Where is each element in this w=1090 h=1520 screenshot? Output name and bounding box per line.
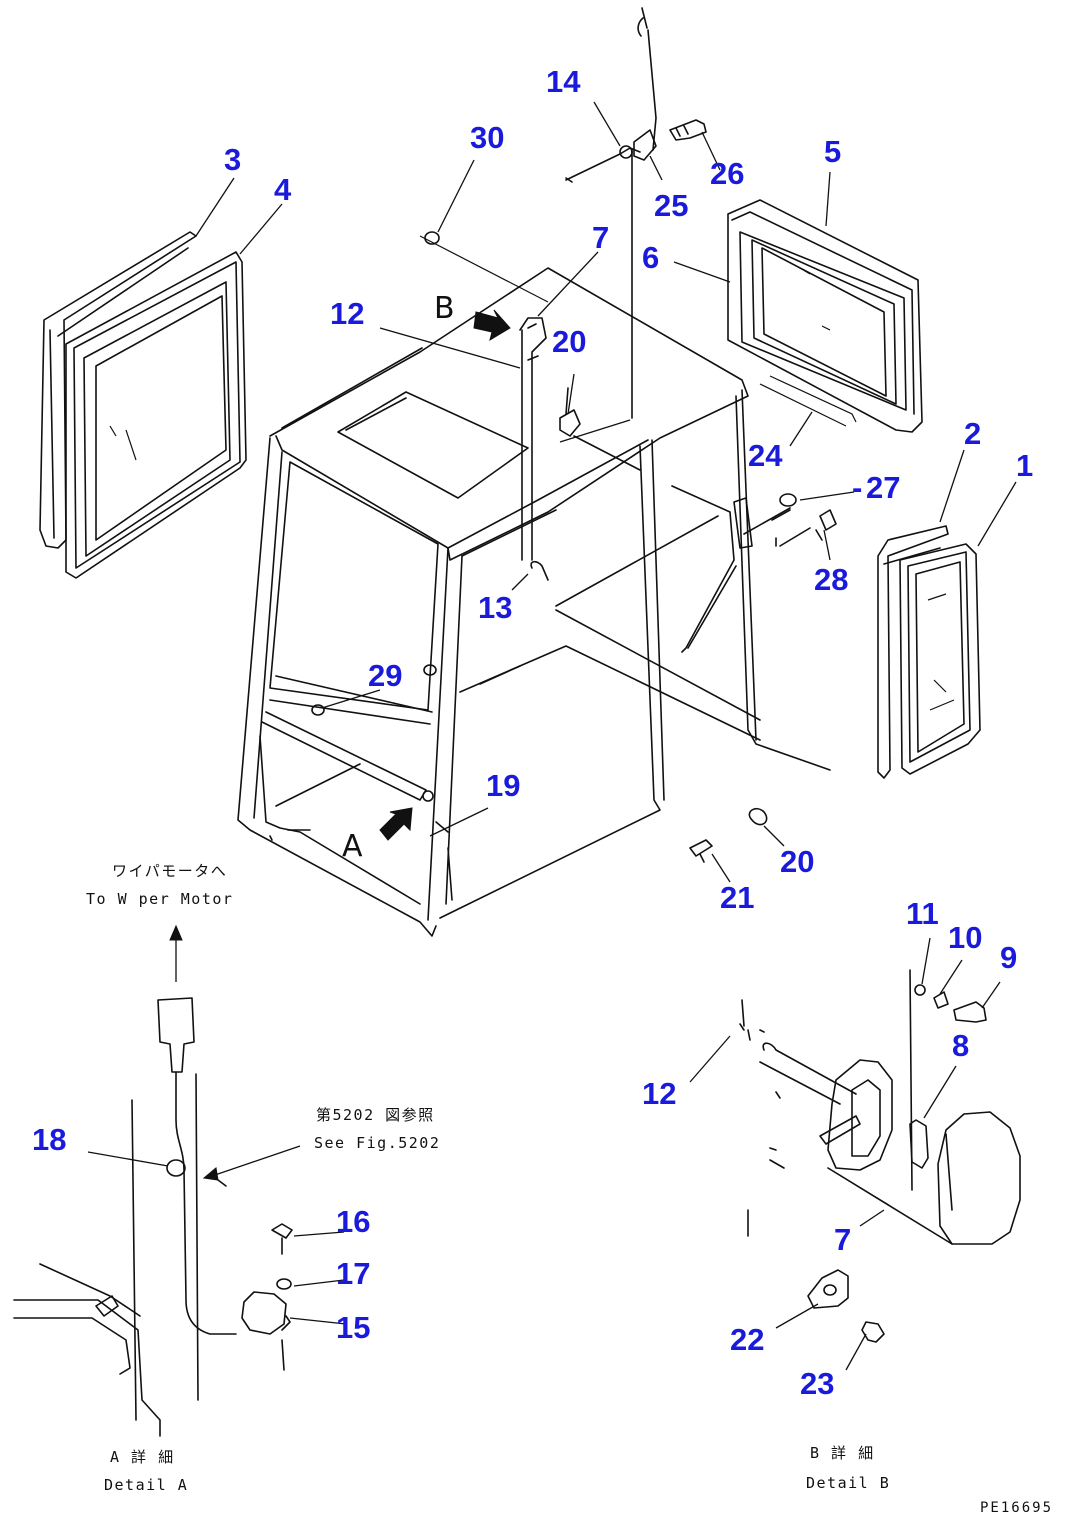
callout-17: 17 (336, 1256, 370, 1291)
callout-14: 14 (546, 64, 581, 99)
callout-29: 29 (368, 658, 402, 693)
antenna-rod (631, 7, 657, 419)
callout-27-dash: - (852, 470, 862, 505)
view-marker-a: A (342, 829, 363, 864)
detail-b-title-en: Detail B (806, 1474, 890, 1492)
callout-16: 16 (336, 1204, 370, 1239)
view-arrow-a (379, 807, 413, 841)
callout-13: 13 (478, 590, 512, 625)
callout-12-detail: 12 (642, 1076, 676, 1111)
detail-a-drawing (13, 924, 293, 1437)
fig-ref-jp: 第5202 図参照 (316, 1106, 435, 1124)
callout-4: 4 (274, 172, 292, 207)
callout-1: 1 (1016, 448, 1033, 483)
detail-a-title-en: Detail A (104, 1476, 188, 1494)
callout-5: 5 (824, 134, 841, 169)
callout-27: 27 (866, 470, 900, 505)
cab-frame (237, 235, 831, 937)
detail-a-title-jp: A 詳 細 (110, 1448, 175, 1466)
view-arrow-b (473, 309, 511, 342)
window-glass-right-upper (727, 199, 923, 433)
callout-30: 30 (470, 120, 504, 155)
drawing-code: PE16695 (980, 1500, 1053, 1516)
callout-25: 25 (654, 188, 688, 223)
callout-20-bottom: 20 (780, 844, 814, 879)
fig-ref-en: See Fig.5202 (314, 1134, 440, 1152)
callout-12-top: 12 (330, 296, 364, 331)
callout-20-top: 20 (552, 324, 586, 359)
leader-lines (87, 101, 1017, 1371)
callout-7-top: 7 (592, 220, 609, 255)
callout-10: 10 (948, 920, 982, 955)
callout-18: 18 (32, 1122, 66, 1157)
callout-11: 11 (906, 896, 939, 931)
callout-6: 6 (642, 240, 659, 275)
callout-3: 3 (224, 142, 241, 177)
callout-24: 24 (748, 438, 783, 473)
callout-23: 23 (800, 1366, 834, 1401)
detail-b-title-jp: B 詳 細 (810, 1444, 875, 1462)
callout-26: 26 (710, 156, 744, 191)
callout-19: 19 (486, 768, 520, 803)
mounting-bracket-top (424, 119, 707, 245)
wiper-note-en: To W per Motor (86, 890, 233, 908)
callout-2: 2 (964, 416, 981, 451)
view-marker-b: B (434, 291, 455, 326)
callout-8: 8 (952, 1028, 969, 1063)
wiper-note-jp: ワイパモータへ (112, 862, 227, 880)
window-glass-right-lower (877, 525, 981, 779)
callout-21: 21 (720, 880, 754, 915)
callout-22: 22 (730, 1322, 764, 1357)
callout-28: 28 (814, 562, 848, 597)
callout-9: 9 (1000, 940, 1017, 975)
window-glass-left (39, 231, 247, 579)
callout-15: 15 (336, 1310, 370, 1345)
small-fasteners (689, 493, 837, 863)
callout-7-detail: 7 (834, 1222, 851, 1257)
detail-b-drawing (739, 969, 1021, 1343)
